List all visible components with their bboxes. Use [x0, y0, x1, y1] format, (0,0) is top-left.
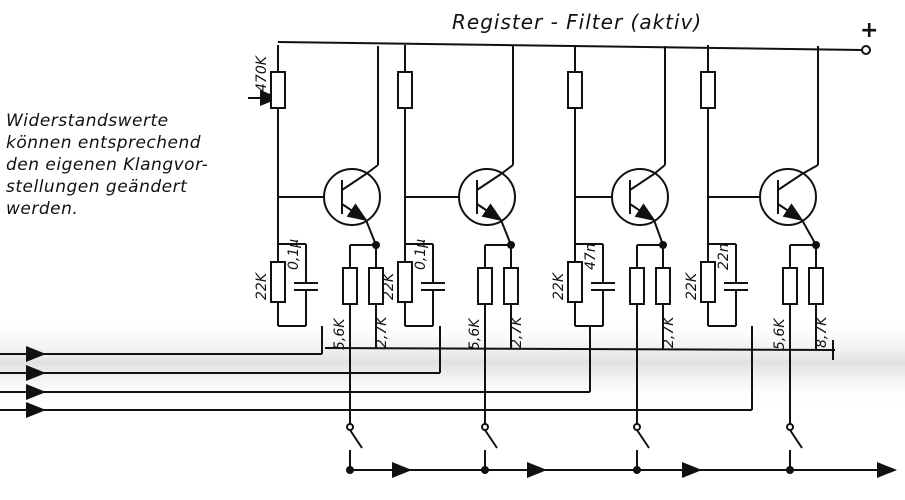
emitter-wire	[653, 219, 664, 246]
switch-contact	[481, 423, 489, 431]
switch-blade	[484, 429, 498, 449]
emitter-resistor-a	[477, 267, 493, 305]
bias-resistor-22k	[397, 261, 413, 303]
emitter-resistor-a-label: 5,6K	[772, 317, 788, 350]
resistor-note: Widerstandswerte können entsprechend den…	[6, 110, 208, 220]
transistor-body	[323, 168, 381, 226]
emitter-resistor-a-label: 5,6K	[467, 317, 483, 350]
note-line: den eigenen Klangvor-	[6, 155, 209, 175]
supply-plus-label: +	[860, 18, 879, 43]
emitter-wire	[365, 219, 377, 246]
transistor-body	[759, 168, 817, 226]
bias-resistor-top	[270, 71, 286, 109]
emitter-resistor-b-label: 8,7K	[814, 315, 830, 348]
bias-resistor-22k	[270, 261, 286, 303]
transistor-collector	[777, 173, 803, 191]
bias-resistor-label: 22K	[254, 271, 270, 300]
schematic-title: Register - Filter (aktiv)	[452, 10, 703, 34]
note-line: werden.	[6, 199, 79, 219]
transistor-emitter	[629, 203, 656, 222]
bias-resistor-label: 22K	[684, 271, 700, 300]
bias-resistor-22k	[567, 261, 583, 303]
junction-dot	[372, 241, 380, 249]
bias-resistor-top	[567, 71, 583, 109]
switch-blade	[636, 429, 650, 449]
transistor-body	[458, 168, 516, 226]
collector-wire	[653, 164, 666, 175]
emitter-resistor-a	[782, 267, 798, 305]
emitter-resistor-b	[503, 267, 519, 305]
transistor-emitter	[341, 203, 368, 222]
emitter-resistor-b-label: 2,7K	[661, 315, 677, 348]
collector-wire	[500, 164, 514, 175]
switch-contact	[346, 423, 354, 431]
transistor-emitter	[777, 203, 804, 222]
emitter-wire	[801, 219, 817, 246]
bias-resistor-22k	[700, 261, 716, 303]
transistor-emitter	[476, 203, 503, 222]
emitter-wire	[500, 219, 512, 246]
capacitor-label: 0,1µ	[413, 239, 429, 270]
emitter-resistor-a	[342, 267, 358, 305]
bias-resistor-label: 22K	[381, 271, 397, 300]
switch-contact	[633, 423, 641, 431]
bias-resistor-top	[700, 71, 716, 109]
emitter-resistor-b	[808, 267, 824, 305]
bias-resistor-top	[397, 71, 413, 109]
switch-blade	[789, 429, 803, 449]
ground-rail	[324, 347, 836, 351]
capacitor-label: 0,1µ	[286, 239, 302, 270]
junction-dot	[507, 241, 515, 249]
emitter-resistor-a	[629, 267, 645, 305]
capacitor-label: 47n	[583, 243, 599, 270]
transistor-collector	[341, 173, 367, 191]
switch-contact	[786, 423, 794, 431]
supply-rail	[277, 41, 863, 51]
transistor-collector	[476, 173, 502, 191]
emitter-resistor-b	[655, 267, 671, 305]
supply-terminal	[861, 45, 871, 55]
junction-dot	[812, 241, 820, 249]
emitter-resistor-b-label: 2,7K	[374, 315, 390, 348]
emitter-resistor-b-label: 2,7K	[509, 315, 525, 348]
transistor-body	[611, 168, 669, 226]
collector-wire	[801, 164, 819, 175]
emitter-resistor-a-label: 5,6K	[332, 317, 348, 350]
note-line: können entsprechend	[6, 133, 202, 153]
trim-pot-label: 470K	[254, 54, 270, 92]
transistor-collector	[629, 173, 655, 191]
note-line: Widerstandswerte	[6, 111, 169, 131]
junction-dot	[659, 241, 667, 249]
switch-blade	[349, 429, 363, 449]
capacitor-label: 22n	[716, 243, 732, 270]
note-line: stellungen geändert	[6, 177, 188, 197]
bias-resistor-label: 22K	[551, 271, 567, 300]
collector-wire	[365, 164, 379, 175]
paper-fold-shading	[0, 318, 905, 408]
